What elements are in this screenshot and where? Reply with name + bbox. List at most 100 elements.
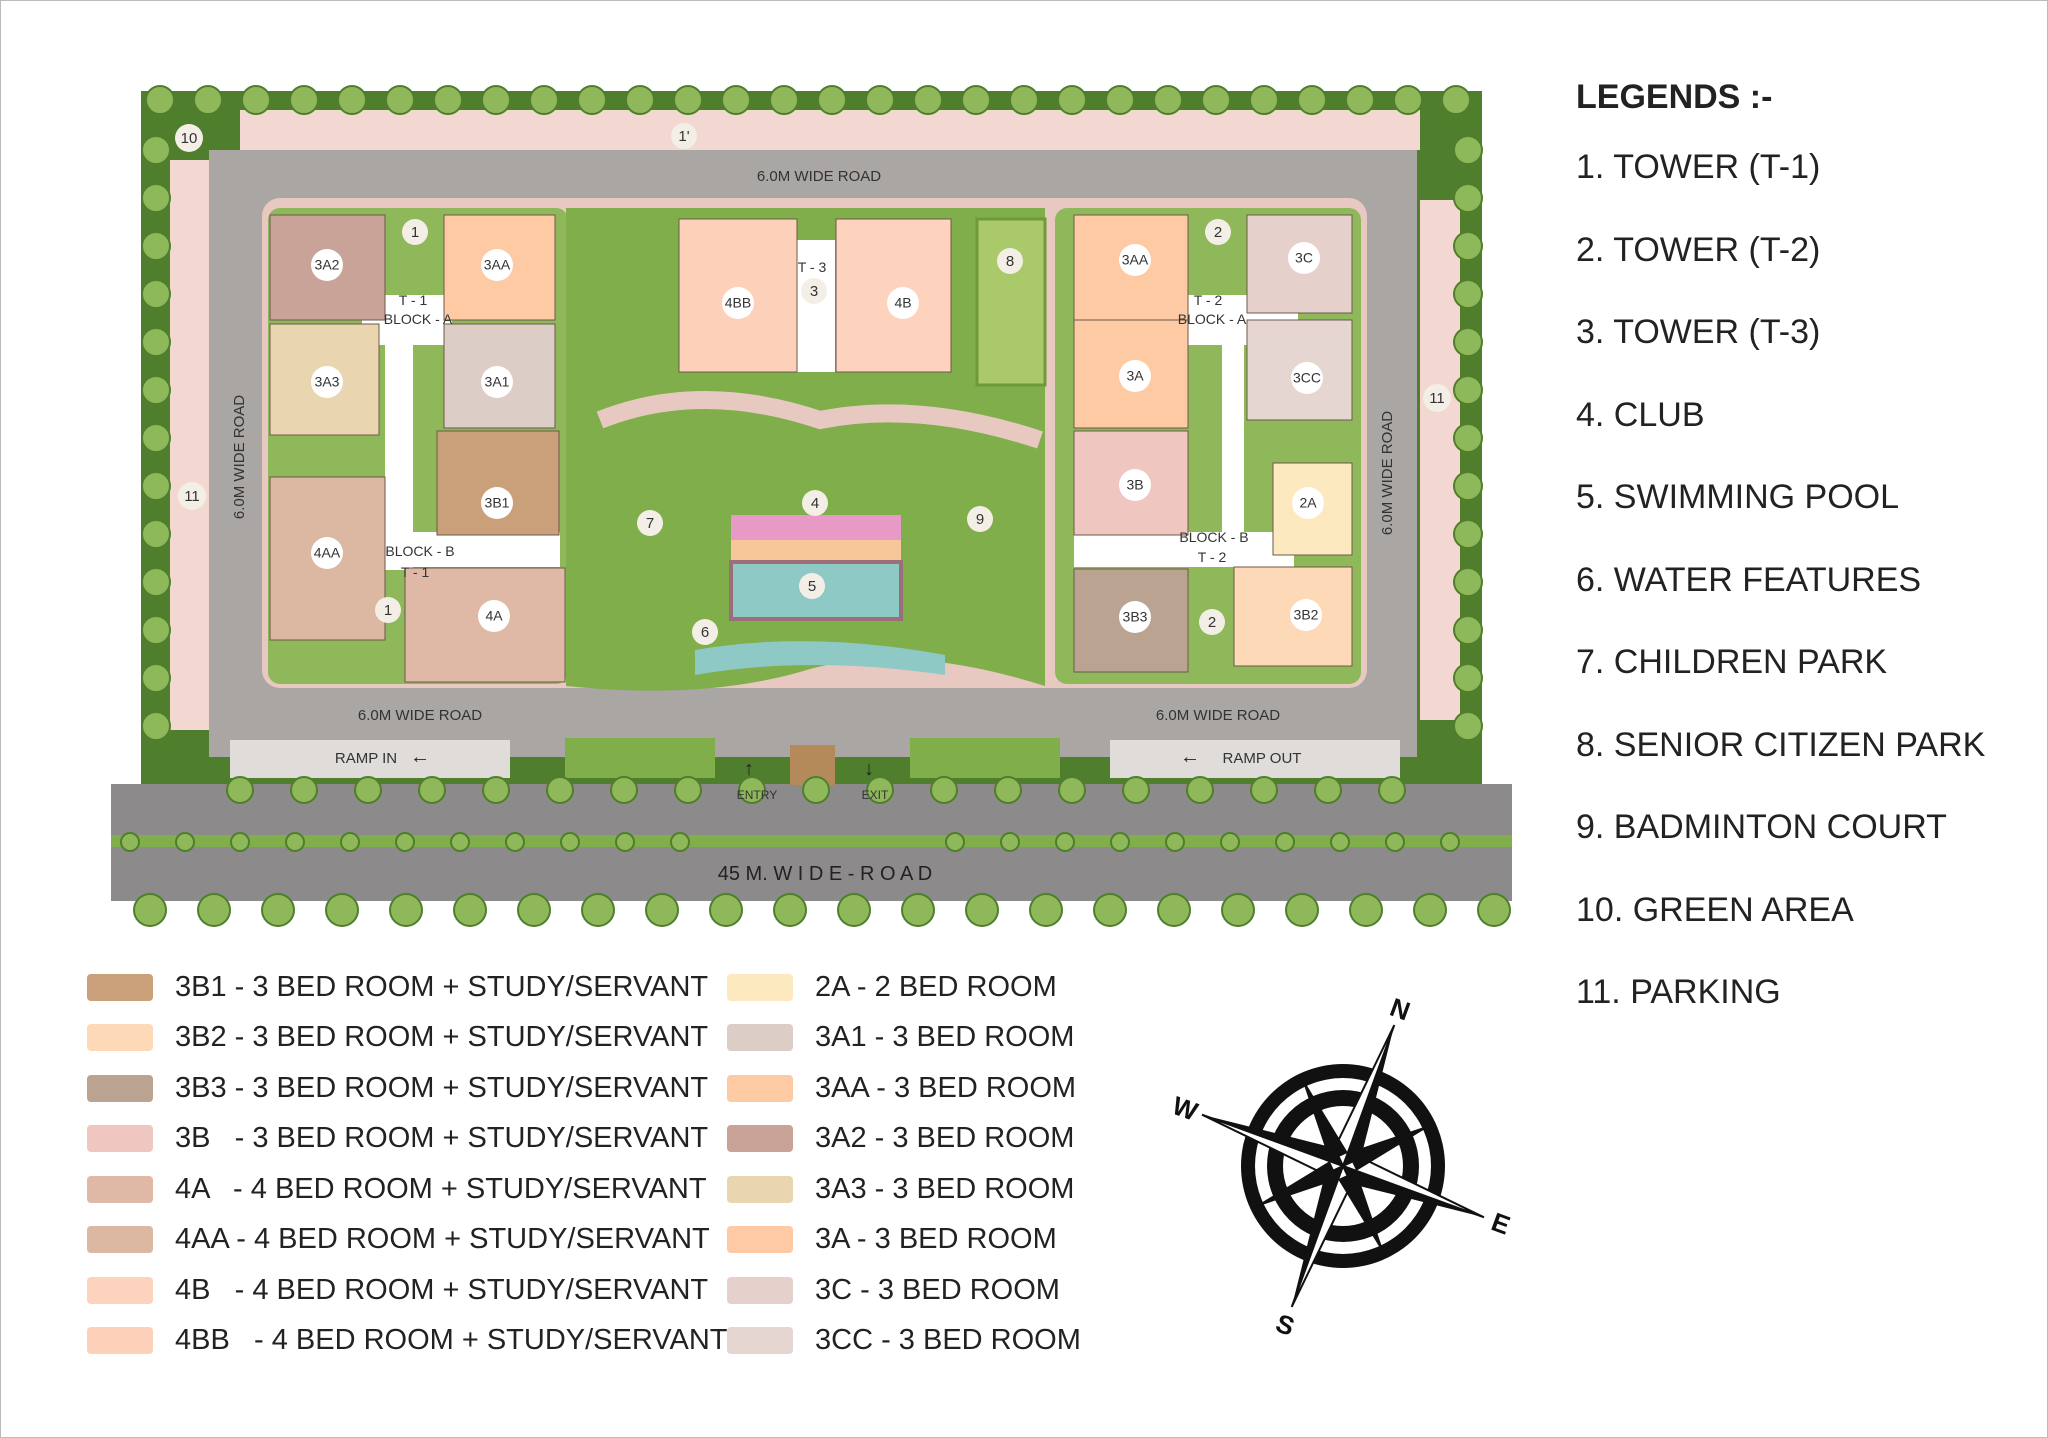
unit-legend-label: 3A2 - 3 BED ROOM — [815, 1122, 1075, 1155]
road-label-bottom-left: 6.0M WIDE ROAD — [358, 707, 482, 724]
road-label-right: 6.0M WIDE ROAD — [1379, 411, 1396, 535]
garden-path — [596, 391, 1043, 449]
tree-icon — [141, 711, 171, 741]
color-swatch — [727, 1024, 793, 1052]
tree-icon — [802, 776, 830, 804]
marker-tower-1: 1 — [384, 602, 392, 619]
tree-icon — [817, 85, 847, 115]
tree-icon — [1122, 776, 1150, 804]
tree-icon — [1453, 615, 1483, 645]
road-median — [111, 835, 1512, 847]
tree-icon — [1453, 423, 1483, 453]
tree-icon — [1453, 663, 1483, 693]
tree-icon — [1453, 471, 1483, 501]
legend-item: 11. PARKING — [1576, 973, 1781, 1011]
tree-icon — [141, 471, 171, 501]
tree-icon — [1250, 776, 1278, 804]
tree-icon — [529, 85, 559, 115]
tree-icon — [1220, 832, 1240, 852]
block-label: BLOCK - B — [1179, 529, 1248, 545]
tree-icon — [395, 832, 415, 852]
compass-e: E — [1488, 1206, 1515, 1240]
unit-legend-label: 3B2 - 3 BED ROOM + STUDY/SERVANT — [175, 1021, 709, 1054]
parking-strip-right — [1420, 200, 1460, 720]
main-road-label: 45 M. W I D E - R O A D — [718, 863, 932, 885]
tree-icon — [1453, 231, 1483, 261]
tree-icon — [120, 832, 140, 852]
tree-icon — [1285, 893, 1319, 927]
compass-w: W — [1168, 1090, 1202, 1127]
unit-legend-row: 3A2 - 3 BED ROOM — [727, 1114, 1081, 1165]
entry-label: ENTRY — [737, 788, 777, 802]
color-swatch — [727, 1226, 793, 1254]
unit-label: 3B2 — [1294, 607, 1319, 623]
ramp-in-label: RAMP IN — [335, 750, 397, 767]
block-label: T - 1 — [399, 292, 428, 308]
tree-icon — [945, 832, 965, 852]
unit-label: 3A — [1126, 368, 1144, 384]
unit-legend-label: 3A - 3 BED ROOM — [815, 1223, 1057, 1256]
color-swatch — [87, 973, 153, 1001]
tree-icon — [290, 776, 318, 804]
unit-legend-label: 4B - 4 BED ROOM + STUDY/SERVANT — [175, 1273, 709, 1306]
road-label-bottom-right: 6.0M WIDE ROAD — [1156, 707, 1280, 724]
parking-strip-top — [240, 110, 1420, 150]
tree-icon — [1165, 832, 1185, 852]
tree-icon — [965, 893, 999, 927]
tower3-core — [795, 240, 835, 372]
unit-label: 3B3 — [1123, 609, 1148, 625]
tree-icon — [581, 893, 615, 927]
unit-label: 3B1 — [485, 495, 510, 511]
water-feature — [695, 641, 945, 675]
color-swatch — [727, 1327, 793, 1355]
color-swatch — [87, 1125, 153, 1153]
block-label: BLOCK - A — [384, 311, 453, 327]
tree-icon — [354, 776, 382, 804]
tree-icon — [175, 832, 195, 852]
tree-icon — [141, 663, 171, 693]
tree-icon — [577, 85, 607, 115]
unit-legend-row: 4B - 4 BED ROOM + STUDY/SERVANT — [87, 1265, 727, 1316]
tree-icon — [1453, 327, 1483, 357]
color-swatch — [727, 1175, 793, 1203]
ramp-out-label: RAMP OUT — [1223, 750, 1302, 767]
unit-legend-row: 3AA - 3 BED ROOM — [727, 1063, 1081, 1114]
tree-icon — [615, 832, 635, 852]
legend-title: LEGENDS :- — [1576, 78, 1773, 116]
arrow-down-icon: ↓ — [864, 758, 874, 780]
color-swatch — [87, 1024, 153, 1052]
tower2-core-b — [1074, 532, 1294, 567]
legend-item: 7. CHILDREN PARK — [1576, 643, 1888, 681]
tree-icon — [866, 776, 894, 804]
tree-icon — [1453, 519, 1483, 549]
tree-icon — [1275, 832, 1295, 852]
unit-legend-label: 2A - 2 BED ROOM — [815, 970, 1057, 1003]
tree-icon — [560, 832, 580, 852]
tree-icon — [610, 776, 638, 804]
tree-icon — [1453, 183, 1483, 213]
unit-label: 3A3 — [315, 374, 340, 390]
tree-icon — [1029, 893, 1063, 927]
tree-icon — [625, 85, 655, 115]
legend-panel: LEGENDS :- 1. TOWER (T-1)2. TOWER (T-2)3… — [1576, 78, 1985, 1055]
tree-icon — [1385, 832, 1405, 852]
entry-garden-left — [565, 738, 715, 778]
tree-icon — [481, 85, 511, 115]
tree-icon — [913, 85, 943, 115]
tree-icon — [773, 893, 807, 927]
tree-icon — [1345, 85, 1375, 115]
color-swatch — [87, 1327, 153, 1355]
unit-legend-row: 4A - 4 BED ROOM + STUDY/SERVANT — [87, 1164, 727, 1215]
marker-pool: 5 — [808, 578, 816, 595]
marker-children-park: 7 — [646, 515, 654, 532]
unit-legend-row: 2A - 2 BED ROOM — [727, 962, 1081, 1013]
marker-top: 1' — [678, 128, 689, 145]
tree-icon — [1057, 85, 1087, 115]
tree-icon — [141, 231, 171, 261]
unit-legend-label: 4AA - 4 BED ROOM + STUDY/SERVANT — [175, 1223, 710, 1256]
tree-icon — [901, 893, 935, 927]
tree-icon — [721, 85, 751, 115]
tree-icon — [769, 85, 799, 115]
tree-icon — [385, 85, 415, 115]
unit-legend-row: 3CC - 3 BED ROOM — [727, 1316, 1081, 1367]
